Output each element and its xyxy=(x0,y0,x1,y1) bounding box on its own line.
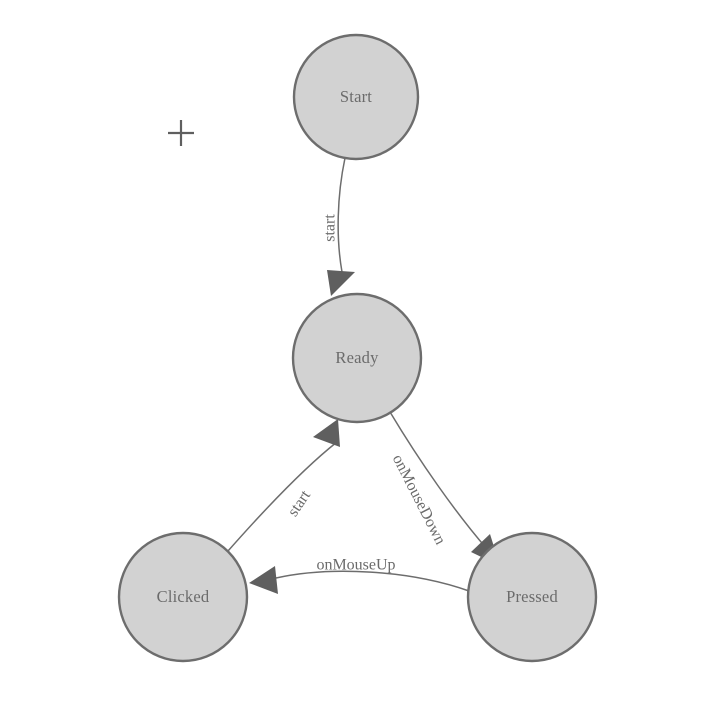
edge-label-start: start xyxy=(322,214,339,242)
node-clicked-circle[interactable] xyxy=(117,531,249,663)
node-pressed-circle[interactable] xyxy=(466,531,598,663)
arrowhead-ready-bottomleft xyxy=(313,419,340,447)
node-ready-circle[interactable] xyxy=(291,292,423,424)
node-start[interactable]: Start xyxy=(292,33,420,161)
arrowhead-ready-top xyxy=(327,270,355,296)
node-clicked-label: Clicked xyxy=(157,587,210,606)
node-pressed[interactable]: Pressed xyxy=(466,531,598,663)
edge-clicked-to-ready[interactable]: start xyxy=(227,419,340,552)
node-start-circle[interactable] xyxy=(292,33,420,161)
node-pressed-label: Pressed xyxy=(506,587,558,606)
edge-label-onmouseup: onMouseUp xyxy=(316,557,395,574)
node-start-label: Start xyxy=(340,87,372,106)
node-ready-label: Ready xyxy=(335,348,379,367)
node-clicked[interactable]: Clicked xyxy=(117,531,249,663)
edge-label-onmousedown: onMouseDown xyxy=(389,452,449,548)
edge-ready-to-pressed[interactable]: onMouseDown xyxy=(389,411,500,566)
edge-path-pressed-to-clicked xyxy=(275,570,470,592)
edge-path-ready-to-pressed xyxy=(389,411,488,550)
node-ready[interactable]: Ready xyxy=(291,292,423,424)
edge-pressed-to-clicked[interactable]: onMouseUp xyxy=(249,557,470,594)
edge-start-to-ready[interactable]: start xyxy=(322,157,355,296)
arrowhead-clicked-right xyxy=(249,566,278,594)
cursor-crosshair-icon xyxy=(168,120,194,146)
edge-label-start-return: start xyxy=(285,487,315,520)
edge-path-clicked-to-ready xyxy=(227,441,338,552)
edge-path-start-to-ready xyxy=(337,157,346,273)
